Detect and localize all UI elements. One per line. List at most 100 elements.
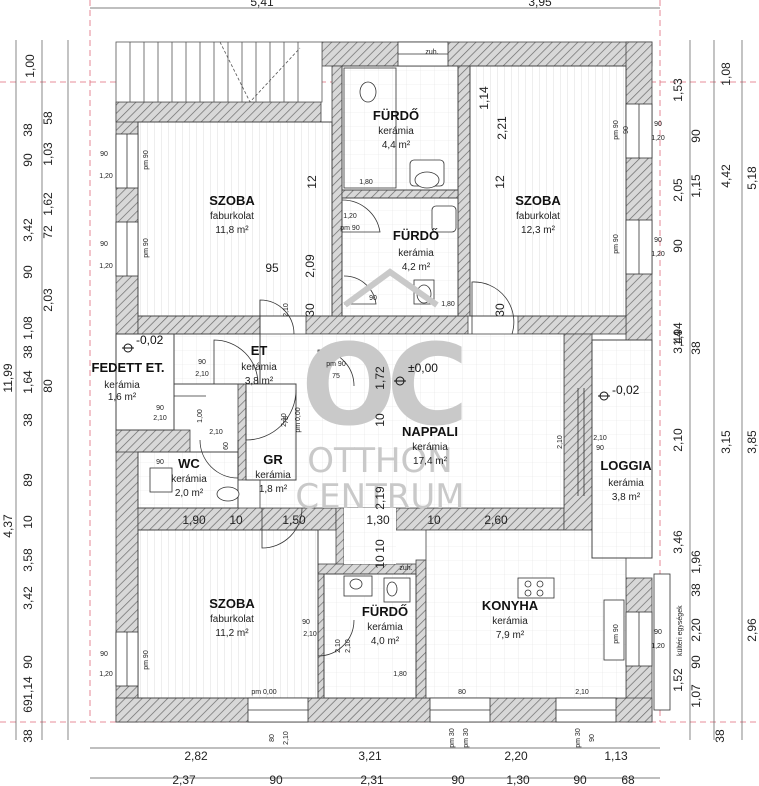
- dimension-label: 89: [21, 473, 35, 487]
- room-floor: kerámia: [412, 442, 448, 453]
- dimension-label: 90: [573, 773, 587, 786]
- small-label: 90: [100, 241, 108, 248]
- small-label: pm 90: [613, 234, 620, 254]
- dimension-label: 90: [269, 773, 283, 786]
- dimension-label: 2,37: [172, 773, 196, 786]
- dimensions-left: 1,0038581,03901,62723,42902,031,083811,9…: [1, 54, 55, 743]
- dimension-label: 3,95: [528, 0, 552, 9]
- dimension-label: 1,90: [182, 513, 206, 527]
- room-name: KONYHA: [482, 598, 539, 613]
- room-area: 12,3 m²: [521, 225, 556, 236]
- small-label: pm 90: [143, 150, 150, 170]
- dimension-label: 2,21: [495, 116, 509, 140]
- stairs: [115, 41, 323, 103]
- floors: [115, 65, 653, 699]
- dimension-label: 2,19: [373, 486, 387, 510]
- small-label: 2,10: [593, 435, 607, 442]
- room-name: FÜRDŐ: [393, 228, 439, 243]
- dimension-label: 1,94: [671, 322, 685, 346]
- dimension-label: 2,10: [671, 428, 685, 452]
- dimension-label: 95: [265, 261, 279, 275]
- dimension-label: 3,58: [21, 548, 35, 572]
- dimension-label: 1,00: [23, 54, 37, 78]
- dimension-label: 1,15: [689, 174, 703, 198]
- room-floor: kerámia: [398, 248, 434, 259]
- dimension-label: 1,72: [373, 366, 387, 390]
- room-area: 11,2 m²: [215, 628, 249, 639]
- dimension-label: 5,18: [745, 166, 759, 190]
- dimension-label: 69: [21, 699, 35, 713]
- dimension-label: 90: [21, 265, 35, 279]
- dimension-label: 3,15: [719, 430, 733, 454]
- small-label: pm 30: [575, 728, 582, 748]
- dimension-label: 90: [451, 773, 465, 786]
- dimension-label: 38: [21, 413, 35, 427]
- watermark-line2: CENTRUM: [295, 477, 464, 517]
- room-floor: kerámia: [378, 126, 414, 137]
- small-label: pm 90: [143, 650, 150, 670]
- small-label: 2,10: [557, 435, 564, 449]
- dimension-lines: [15, 7, 743, 779]
- dimension-label: 2,20: [504, 749, 528, 763]
- dimension-label: 90: [689, 129, 703, 143]
- dimension-label: 38: [21, 123, 35, 137]
- dimension-label: 1,03: [41, 142, 55, 166]
- room-floor: faburkolat: [516, 211, 560, 222]
- small-label: 90: [156, 405, 164, 412]
- small-label: 90: [369, 295, 377, 302]
- doors: [174, 199, 515, 657]
- dimension-label: 1,53: [671, 78, 685, 102]
- small-label: 2,10: [303, 631, 317, 638]
- dimension-label: 1,50: [282, 513, 306, 527]
- dimension-label: 4,37: [1, 514, 15, 538]
- small-label: 2,10: [281, 413, 288, 427]
- dimension-label: 1,13: [604, 749, 628, 763]
- dimension-label: 80: [41, 379, 55, 393]
- dimension-label: 38: [713, 729, 727, 743]
- level-mark: -0,02: [612, 383, 640, 397]
- outdoor-units-label: kültéri egységek: [677, 605, 684, 656]
- dimension-label: 3,46: [671, 530, 685, 554]
- dimension-label: 1,30: [366, 513, 390, 527]
- small-label: 1,80: [441, 301, 455, 308]
- dimension-label: 2,09: [303, 254, 317, 278]
- small-label: 90: [654, 121, 662, 128]
- small-label: 90: [596, 445, 604, 452]
- dimension-label: 72: [41, 225, 55, 239]
- small-label: 2,10: [153, 415, 167, 422]
- dimension-label: 38: [21, 345, 35, 359]
- room-name: SZOBA: [209, 193, 255, 208]
- room-area: 17,4 m²: [413, 456, 448, 467]
- watermark-logo: OC: [301, 321, 462, 451]
- small-label: 80: [458, 689, 466, 696]
- windows: [115, 41, 653, 723]
- dimension-label: 2,60: [484, 513, 508, 527]
- small-label: 1,20: [99, 263, 113, 270]
- small-label: 2,10: [345, 639, 352, 653]
- room-floor: kerámia: [608, 478, 644, 489]
- small-label: pm 90: [613, 120, 620, 140]
- small-label: pm 0,00: [295, 407, 302, 432]
- small-label: pm 30: [449, 728, 456, 748]
- dimension-label: 1,08: [21, 316, 35, 340]
- room-name: WC: [178, 456, 200, 471]
- dimension-label: 12: [493, 175, 507, 189]
- dimension-label: 10: [373, 413, 387, 427]
- dimension-label: 10: [427, 513, 441, 527]
- dimension-label: 1,64: [21, 370, 35, 394]
- dimension-label: 38: [21, 729, 35, 743]
- dimension-label: 2,96: [745, 618, 759, 642]
- small-label: 90: [654, 629, 662, 636]
- dimension-label: 38: [689, 341, 703, 355]
- small-label: 1,80: [359, 179, 373, 186]
- room-name: SZOBA: [209, 596, 255, 611]
- room-labels: SZOBA faburkolat 11,8 m² FÜRDŐ kerámia 4…: [92, 108, 653, 647]
- small-label: pm 0,00: [251, 689, 276, 696]
- small-label: 90: [100, 151, 108, 158]
- level-mark: -0,02: [136, 333, 164, 347]
